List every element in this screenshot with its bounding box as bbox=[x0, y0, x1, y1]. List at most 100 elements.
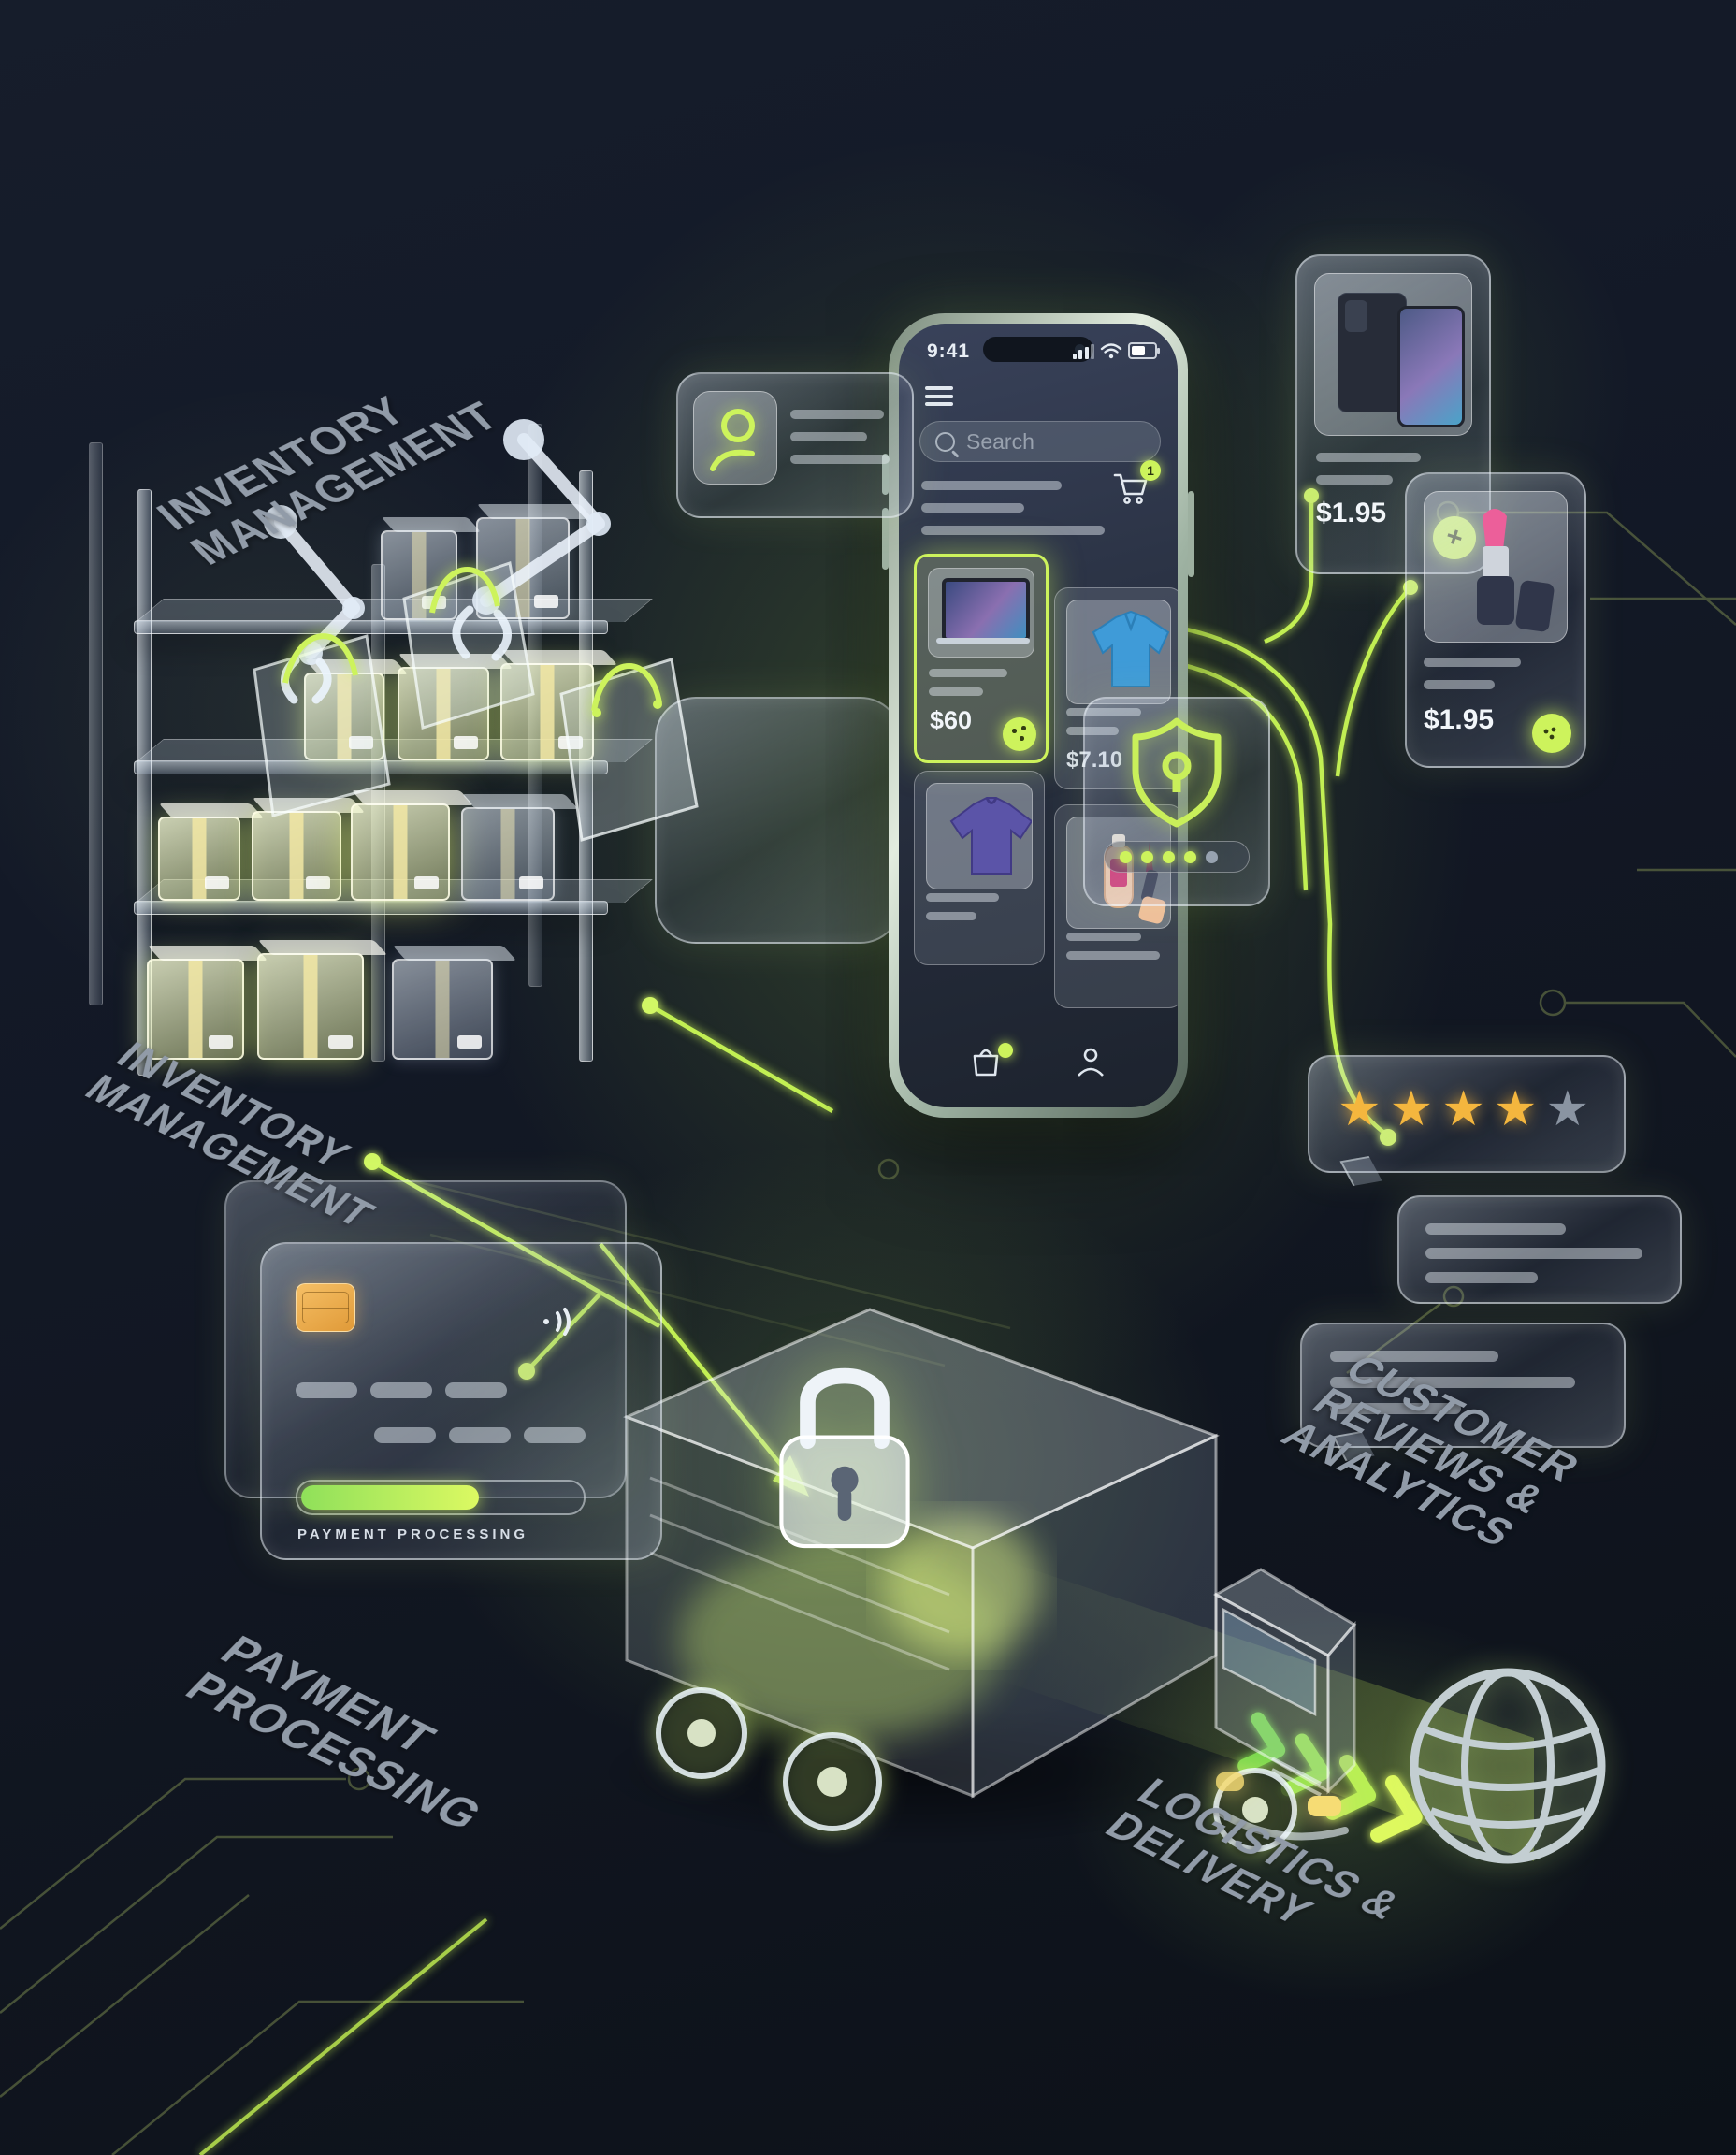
text-line bbox=[1424, 680, 1495, 689]
cargo-door-line bbox=[649, 1551, 950, 1671]
store-badge-icon[interactable] bbox=[1003, 717, 1036, 751]
shelf-board bbox=[134, 620, 608, 634]
smartphone-device: 9:41 Search bbox=[882, 313, 1194, 1118]
user-icon bbox=[710, 409, 755, 471]
robot-arm-joint bbox=[264, 505, 297, 539]
text-line bbox=[929, 669, 1007, 677]
star-icon: ★ bbox=[1338, 1081, 1390, 1137]
product-card-jacket[interactable]: $7.10 bbox=[1054, 587, 1178, 789]
bubble-tail bbox=[1339, 1156, 1382, 1186]
product-price: $60 bbox=[930, 706, 973, 734]
product-card-lipstick[interactable]: $1.95 bbox=[1405, 472, 1586, 768]
gripper-claw-icon bbox=[491, 609, 512, 661]
review-bubble bbox=[1397, 1195, 1682, 1304]
search-placeholder: Search bbox=[966, 428, 1034, 454]
profile-nav-button[interactable] bbox=[1075, 1045, 1107, 1083]
options-button[interactable] bbox=[1532, 714, 1571, 753]
text-line bbox=[929, 687, 983, 696]
product-card-tshirt[interactable] bbox=[914, 771, 1045, 965]
emv-chip-icon bbox=[296, 1283, 355, 1332]
gripper-claw-icon bbox=[452, 605, 474, 659]
bag-handle-icon bbox=[591, 663, 662, 712]
payment-progress-bar bbox=[296, 1480, 586, 1515]
wire-node bbox=[1304, 488, 1319, 503]
truck-windshield bbox=[1222, 1607, 1317, 1717]
bag-nav-button[interactable] bbox=[970, 1043, 1013, 1083]
product-image-tshirt bbox=[926, 783, 1033, 889]
wire-node bbox=[518, 1363, 535, 1380]
shield-lock-icon bbox=[1132, 717, 1222, 828]
star-icon: ★ bbox=[1441, 1081, 1494, 1137]
star-icon: ★ bbox=[1389, 1081, 1442, 1137]
shelf-post bbox=[89, 442, 103, 1005]
notification-dot-icon bbox=[998, 1043, 1013, 1058]
wire bbox=[1335, 586, 1412, 777]
storage-box bbox=[398, 667, 489, 760]
password-field[interactable] bbox=[1104, 841, 1250, 873]
card-number-segment bbox=[296, 1382, 357, 1398]
person-icon bbox=[1078, 1048, 1104, 1077]
gripper-claw-icon bbox=[311, 658, 332, 704]
cargo-door-line bbox=[649, 1513, 950, 1634]
bottom-navbar bbox=[899, 1043, 1178, 1083]
cart-icon bbox=[1113, 473, 1148, 504]
shelf-board bbox=[134, 901, 608, 915]
text-line bbox=[926, 912, 976, 920]
star-icon: ★ bbox=[1545, 1081, 1599, 1137]
product-image-jacket bbox=[1066, 600, 1171, 704]
product-image-laptop bbox=[928, 568, 1034, 658]
chevron-icon bbox=[1370, 1775, 1423, 1843]
lock-icon bbox=[779, 1367, 910, 1549]
globe-icon bbox=[1410, 1668, 1606, 1864]
menu-icon[interactable] bbox=[925, 382, 953, 411]
card-number-segment bbox=[370, 1382, 432, 1398]
add-to-cart-button[interactable]: + bbox=[1433, 516, 1476, 559]
bag-handle-icon bbox=[429, 567, 500, 614]
storage-box bbox=[257, 953, 364, 1060]
delivery-truck bbox=[623, 1308, 1357, 1852]
nfc-icon bbox=[543, 1308, 571, 1336]
robot-arm-joint bbox=[586, 512, 611, 536]
truck-headlight-icon bbox=[1216, 1772, 1244, 1791]
search-input[interactable]: Search bbox=[919, 421, 1161, 462]
chevron-icon bbox=[1324, 1755, 1377, 1820]
wire bbox=[198, 1917, 488, 2155]
product-card-smartphone[interactable]: $1.95 + bbox=[1295, 254, 1491, 574]
signal-icon bbox=[1072, 344, 1094, 359]
cart-button[interactable]: 1 bbox=[1112, 460, 1161, 511]
review-bubble bbox=[1300, 1323, 1626, 1461]
text-line bbox=[790, 410, 884, 419]
product-image-smartphone bbox=[1314, 273, 1472, 436]
password-dot-icon bbox=[1141, 850, 1153, 863]
text-line bbox=[790, 432, 867, 441]
truck-headlight-icon bbox=[1308, 1796, 1341, 1816]
shelf-board bbox=[134, 760, 608, 774]
robot-arm-joint bbox=[503, 419, 544, 460]
wire bbox=[370, 1160, 661, 1328]
wire bbox=[525, 1293, 601, 1373]
wire-node bbox=[1403, 580, 1418, 595]
text-line bbox=[1316, 475, 1393, 485]
truck-cab-front bbox=[1326, 1620, 1356, 1795]
phone-screen: 9:41 Search bbox=[899, 324, 1178, 1107]
product-card-laptop[interactable]: $60 bbox=[914, 554, 1049, 763]
wire bbox=[599, 1242, 795, 1482]
storage-box bbox=[392, 959, 493, 1060]
text-line bbox=[926, 893, 999, 902]
user-profile-card bbox=[676, 372, 914, 518]
status-icons bbox=[1072, 342, 1160, 359]
truck-grille-icon bbox=[1271, 1768, 1322, 1797]
star-icon: ★ bbox=[1493, 1081, 1546, 1137]
warehouse-shelf bbox=[89, 424, 608, 1076]
status-time: 9:41 bbox=[927, 340, 971, 362]
power-button bbox=[1188, 491, 1194, 577]
chevron-icon bbox=[1237, 1712, 1286, 1773]
truck-wheels bbox=[656, 1687, 1297, 1852]
payment-lock bbox=[746, 1326, 948, 1579]
wire bbox=[648, 1004, 834, 1113]
wire-node bbox=[1380, 1129, 1396, 1146]
product-price: $7.10 bbox=[1066, 747, 1122, 774]
storage-box bbox=[351, 803, 450, 901]
robot-arms-and-bags bbox=[253, 419, 699, 842]
rating-bubble: ★★★★★ bbox=[1308, 1055, 1626, 1186]
